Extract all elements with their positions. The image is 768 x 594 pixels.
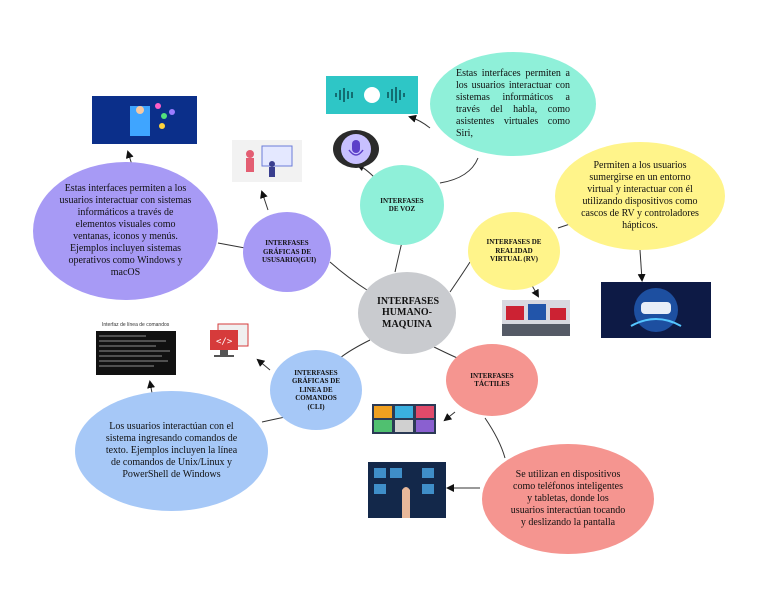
code-monitor-icon: </>	[206, 322, 252, 360]
rv-node: INTERFASES DE REALIDAD VIRTUAL (RV)	[468, 212, 560, 290]
siri-microphone-icon	[333, 130, 379, 168]
rv-description: Permiten a los usuarios sumergirse en un…	[555, 142, 725, 250]
voz-label: INTERFASES DE VOZ	[380, 196, 424, 214]
voz-description: Estas interfaces permiten a los usuarios…	[430, 52, 596, 156]
tactiles-node: INTERFASES TÁCTILES	[446, 344, 538, 416]
tactiles-description: Se utilizan en dispositivos como teléfon…	[482, 444, 654, 554]
touch-hand-image	[368, 462, 446, 518]
vr-headset-image	[601, 282, 711, 338]
gui-apps-image	[92, 96, 197, 144]
cli-description-text: Los usuarios interactúan con el sistema …	[105, 421, 238, 480]
voz-node: INTERFASES DE VOZ	[360, 165, 444, 245]
gui-description-text: Estas interfaces permiten a los usuarios…	[59, 183, 192, 278]
rv-description-text: Permiten a los usuarios sumergirse en un…	[581, 160, 699, 231]
center-label: INTERFASES HUMANO-MAQUINA	[377, 295, 440, 330]
gui-description: Estas interfaces permiten a los usuarios…	[33, 162, 218, 300]
cli-node: INTERFASES GRÁFICAS DE LINEA DE COMANDOS…	[270, 350, 362, 430]
gui-team-image	[232, 140, 302, 182]
rv-label: INTERFASES DE REALIDAD VIRTUAL (RV)	[486, 238, 542, 264]
tactiles-label: INTERFASES TÁCTILES	[470, 371, 514, 389]
tactiles-description-text: Se utilizan en dispositivos como teléfon…	[510, 469, 626, 528]
voz-description-text: Estas interfaces permiten a los usuarios…	[456, 68, 570, 139]
vr-scene-image	[502, 300, 570, 336]
gui-label: INTERFASES GRÁFICAS DE USUSARIO(GUI)	[262, 239, 317, 265]
command-line-screenshot: Interfaz de línea de comandos	[94, 322, 178, 378]
center-node: INTERFASES HUMANO-MAQUINA	[358, 272, 456, 354]
touch-apps-image	[372, 404, 436, 434]
gui-node: INTERFASES GRÁFICAS DE USUSARIO(GUI)	[243, 212, 331, 292]
cli-label: INTERFASES GRÁFICAS DE LINEA DE COMANDOS…	[291, 368, 341, 411]
voice-waveform-image	[326, 76, 418, 114]
svg-text:</>: </>	[216, 337, 233, 347]
cli-description: Los usuarios interactúan con el sistema …	[75, 391, 268, 511]
cli-screenshot-title: Interfaz de línea de comandos	[102, 322, 170, 328]
